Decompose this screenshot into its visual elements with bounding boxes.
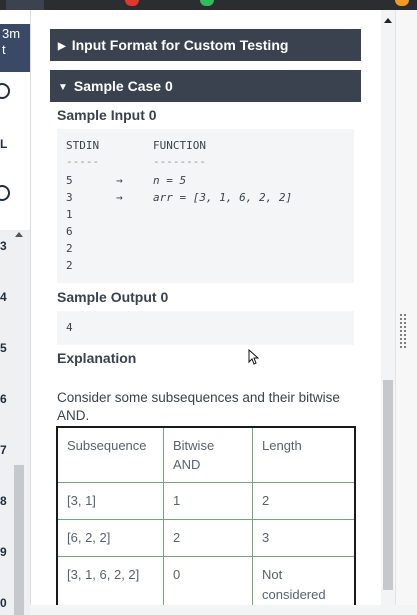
status-circle-icon bbox=[0, 185, 10, 201]
explanation-table: Subsequence Bitwise AND Length [3, 1] 1 … bbox=[56, 426, 356, 605]
green-extension-icon[interactable] bbox=[200, 0, 214, 6]
scroll-up-icon[interactable] bbox=[384, 18, 392, 23]
nav-item-3[interactable]: 3 bbox=[0, 239, 7, 253]
resize-grip-icon[interactable] bbox=[399, 313, 407, 349]
stdin-value: 1 bbox=[66, 208, 73, 221]
nav-item-4[interactable]: 4 bbox=[0, 290, 7, 304]
nav-item-6[interactable]: 6 bbox=[0, 392, 7, 406]
stdin-value: 3 bbox=[66, 191, 73, 204]
scrollbar-thumb[interactable] bbox=[383, 380, 393, 590]
arrow-right-icon: → bbox=[116, 174, 123, 187]
table-row: [3, 1] 1 2 bbox=[56, 482, 356, 520]
nav-item-l[interactable]: L bbox=[0, 137, 8, 151]
column-header: Bitwise AND bbox=[163, 426, 253, 483]
function-dashes: -------- bbox=[153, 155, 206, 168]
stdin-dashes: ----- bbox=[66, 155, 100, 168]
table-cell: 3 bbox=[252, 519, 356, 557]
stdin-value: 5 bbox=[66, 174, 73, 187]
sample-input-heading: Sample Input 0 bbox=[57, 107, 157, 123]
mouse-cursor-icon bbox=[248, 349, 259, 365]
function-header: FUNCTION bbox=[153, 139, 206, 152]
stdin-header: STDIN bbox=[66, 139, 100, 152]
nav-item-7[interactable]: 7 bbox=[0, 443, 7, 457]
stdin-value: 2 bbox=[66, 259, 73, 272]
stdin-value: 6 bbox=[66, 225, 73, 238]
timer-line-1: 3m bbox=[2, 26, 21, 41]
table-cell: [6, 2, 2] bbox=[56, 519, 164, 557]
problem-statement-panel: ▶ Input Format for Custom Testing ▼ Sample… bbox=[31, 10, 381, 605]
input-format-title: Input Format for Custom Testing bbox=[71, 37, 289, 53]
input-format-accordion[interactable]: ▶ Input Format for Custom Testing bbox=[50, 29, 361, 61]
timer-badge: 3m t bbox=[0, 24, 30, 72]
nav-item-8[interactable]: 8 bbox=[0, 494, 7, 508]
nav-item-5[interactable]: 5 bbox=[0, 341, 7, 355]
sample-output-box: 4 bbox=[57, 311, 354, 345]
table-cell: 0 bbox=[163, 556, 253, 605]
column-header: Subsequence bbox=[56, 426, 164, 483]
caret-down-icon: ▼ bbox=[58, 82, 68, 93]
content-scrollbar[interactable] bbox=[381, 10, 395, 605]
orange-extension-icon[interactable] bbox=[395, 0, 409, 6]
nav-scrollbar[interactable] bbox=[14, 465, 24, 615]
nav-scroll-up-icon[interactable] bbox=[15, 232, 23, 237]
table-cell: 1 bbox=[163, 482, 253, 520]
function-value: n = 5 bbox=[153, 174, 187, 187]
stdin-value: 2 bbox=[66, 242, 73, 255]
table-cell: 2 bbox=[163, 519, 253, 557]
nav-item-0[interactable]: 0 bbox=[0, 596, 7, 610]
caret-right-icon: ▶ bbox=[58, 41, 66, 52]
table-row: [3, 1, 6, 2, 2] 0 Not considered bbox=[56, 556, 356, 605]
function-value: arr = [3, 1, 6, 2, 2] bbox=[153, 191, 293, 204]
table-cell: [3, 1, 6, 2, 2] bbox=[56, 556, 164, 605]
question-navigator: 3m t L 3 4 5 6 7 8 9 0 bbox=[0, 10, 31, 615]
table-cell: Not considered bbox=[252, 556, 356, 605]
sample-output-value: 4 bbox=[66, 321, 73, 334]
arrow-right-icon: → bbox=[116, 191, 123, 204]
status-circle-icon bbox=[0, 83, 10, 99]
table-cell: 2 bbox=[252, 482, 356, 520]
explanation-text: Consider some subsequences and their bit… bbox=[57, 390, 340, 423]
sample-case-accordion[interactable]: ▼ Sample Case 0 bbox=[50, 70, 361, 102]
table-header-row: Subsequence Bitwise AND Length bbox=[56, 426, 356, 483]
column-header: Length bbox=[252, 426, 356, 483]
sample-output-heading: Sample Output 0 bbox=[57, 289, 169, 305]
nav-item-9[interactable]: 9 bbox=[0, 545, 7, 559]
table-cell: [3, 1] bbox=[56, 482, 164, 520]
sample-input-box: STDIN FUNCTION ----- -------- 5 → n = 5 … bbox=[57, 129, 354, 283]
sample-case-title: Sample Case 0 bbox=[73, 78, 173, 94]
browser-top-bar bbox=[0, 0, 417, 12]
red-extension-icon[interactable] bbox=[125, 0, 139, 6]
editor-pane-edge bbox=[395, 10, 417, 605]
table-row: [6, 2, 2] 2 3 bbox=[56, 519, 356, 557]
timer-line-2: t bbox=[2, 42, 6, 57]
explanation-heading: Explanation bbox=[57, 350, 137, 366]
